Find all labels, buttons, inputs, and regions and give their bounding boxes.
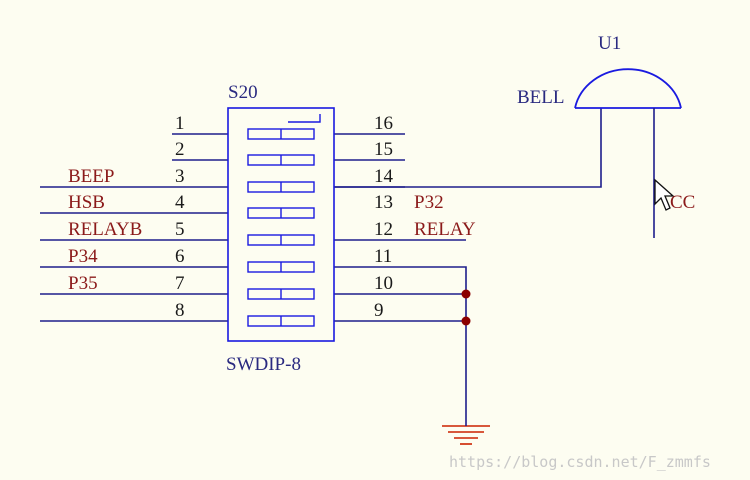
pin-number-right-9: 9 (374, 300, 384, 321)
bell-designator: U1 (598, 33, 621, 54)
component-part-name: SWDIP-8 (226, 354, 301, 375)
junction-dot-pin-10 (461, 289, 471, 299)
ground-symbol (442, 406, 490, 445)
pin-number-right-13: 13 (374, 192, 393, 213)
pin-number-left-2: 2 (175, 139, 185, 160)
net-label-relay: RELAY (414, 219, 476, 240)
pin-number-left-6: 6 (175, 246, 185, 267)
pin-number-left-4: 4 (175, 192, 185, 213)
pin-number-right-10: 10 (374, 273, 393, 294)
junction-dot-pin-9 (461, 316, 471, 326)
pin-number-left-3: 3 (175, 166, 185, 187)
component-designator: S20 (228, 82, 258, 103)
pin-number-left-7: 7 (175, 273, 185, 294)
pin-number-right-12: 12 (374, 219, 393, 240)
watermark: https://blog.csdn.net/F_zmmfs (449, 453, 711, 471)
bell-supply-label: CC (670, 192, 695, 213)
mouse-cursor-icon (654, 178, 675, 211)
wire-pin-13-to-bell (334, 108, 602, 188)
left-wires (40, 133, 228, 322)
right-wires (334, 108, 602, 406)
pin-number-left-8: 8 (175, 300, 185, 321)
wire-pin-11 (334, 266, 467, 294)
pin-number-right-11: 11 (374, 246, 392, 267)
switch-elements (247, 128, 315, 327)
switch-on-indicator (288, 114, 321, 123)
net-label-p34: P34 (68, 246, 98, 267)
net-label-beep: BEEP (68, 166, 114, 187)
bell-label: BELL (517, 87, 565, 108)
dip-switch-body (227, 107, 335, 342)
pin-number-left-1: 1 (175, 113, 185, 134)
pin-number-right-16: 16 (374, 113, 393, 134)
pin-number-left-5: 5 (175, 219, 185, 240)
pin-number-right-15: 15 (374, 139, 393, 160)
net-label-relayb: RELAYB (68, 219, 142, 240)
net-label-hsb: HSB (68, 192, 105, 213)
net-label-p35: P35 (68, 273, 98, 294)
net-label-p32: P32 (414, 192, 444, 213)
bell-symbol (574, 68, 682, 109)
pin-number-right-14: 14 (374, 166, 394, 187)
